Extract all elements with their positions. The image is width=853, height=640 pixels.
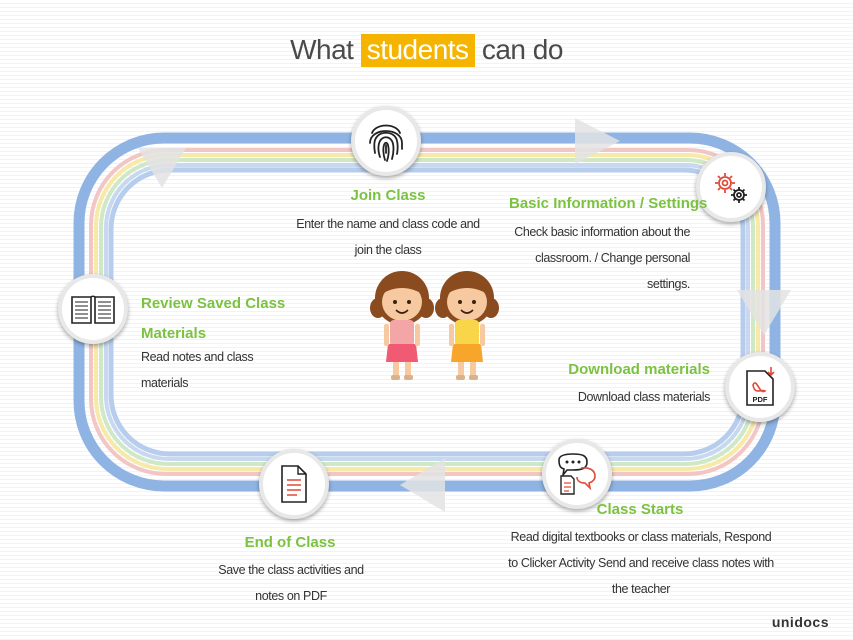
students-illustration: [370, 271, 499, 380]
title-pre: What: [290, 34, 354, 65]
gears-icon: [715, 173, 747, 203]
end-class-desc: Save the class activities and notes on P…: [218, 563, 364, 603]
class-starts-desc: Read digital textbooks or class material…: [508, 530, 774, 596]
end-class-node: [259, 449, 329, 519]
join-class-node: [351, 106, 421, 176]
arrow-right-icon: [575, 118, 620, 164]
settings-title: Basic Information / Settings: [509, 195, 708, 212]
class-starts-title: Class Starts: [596, 501, 684, 518]
end-class-title: End of Class: [244, 534, 336, 551]
title-post: can do: [481, 34, 564, 65]
title-highlight: students: [360, 34, 475, 67]
review-title: Review Saved Class Materials: [141, 295, 286, 342]
open-book-icon: [71, 295, 115, 324]
document-icon: [281, 465, 307, 503]
pdf-label: PDF: [753, 395, 768, 404]
pdf-download-icon: PDF: [746, 367, 775, 406]
download-desc: Download class materials: [577, 390, 711, 404]
review-node: [58, 274, 128, 344]
chat-bubbles-icon: [558, 453, 596, 495]
arrow-down-icon: [737, 290, 791, 335]
download-title: Download materials: [568, 361, 710, 378]
settings-desc: Check basic information about the classr…: [514, 225, 690, 291]
settings-node: [696, 152, 766, 222]
join-class-title: Join Class: [350, 187, 426, 204]
join-class-desc: Enter the name and class code and join t…: [296, 217, 480, 257]
arrow-left-icon: [400, 458, 445, 512]
fingerprint-icon: [369, 124, 403, 162]
unidocs-logo: unidocs: [771, 614, 829, 630]
class-starts-node: [542, 439, 612, 509]
student-girl-yellow: [435, 271, 499, 380]
student-girl-pink: [370, 271, 434, 380]
download-node: PDF: [725, 352, 795, 422]
arrow-up-left-icon: [138, 148, 186, 188]
page-title: What students can do: [0, 34, 853, 67]
review-desc: Read notes and class materials: [141, 350, 254, 390]
